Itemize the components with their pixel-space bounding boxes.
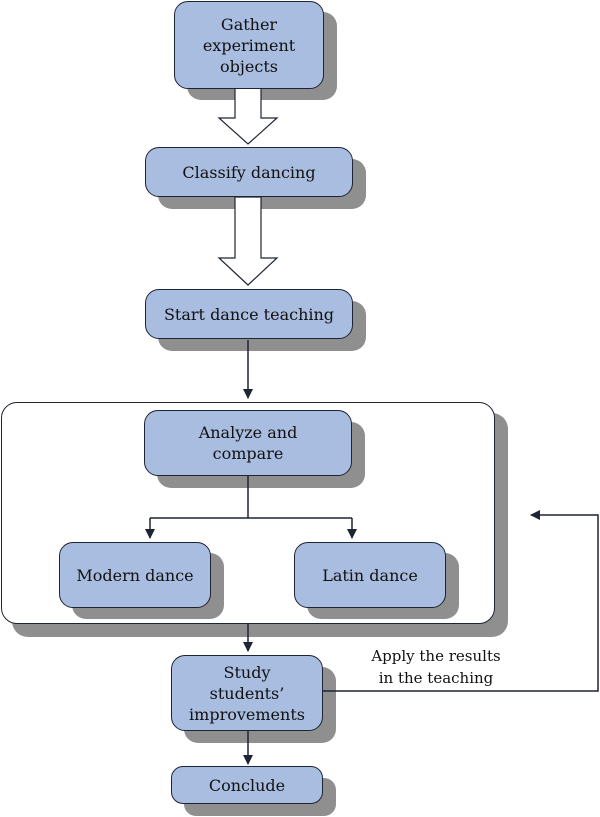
- start-dance-teaching-node: Start dance teaching: [145, 289, 353, 339]
- hollow-arrow-1: [217, 87, 279, 145]
- gather-experiment-objects-node: Gather experiment objects: [174, 1, 324, 89]
- conclude-node: Conclude: [171, 766, 323, 804]
- modern-dance-node: Modern dance: [59, 542, 211, 608]
- hollow-arrow-2: [217, 196, 279, 286]
- feedback-label-line-2: in the teaching: [378, 669, 494, 687]
- study-students-improvements-node: Study students’ improvements: [171, 655, 323, 731]
- feedback-label: Apply the results in the teaching: [368, 645, 504, 689]
- latin-dance-node: Latin dance: [294, 542, 446, 608]
- feedback-loop-arrow: [322, 510, 599, 692]
- analyze-and-compare-node: Analyze and compare: [144, 410, 352, 476]
- feedback-label-line-1: Apply the results: [371, 647, 501, 665]
- classify-dancing-node: Classify dancing: [145, 147, 353, 197]
